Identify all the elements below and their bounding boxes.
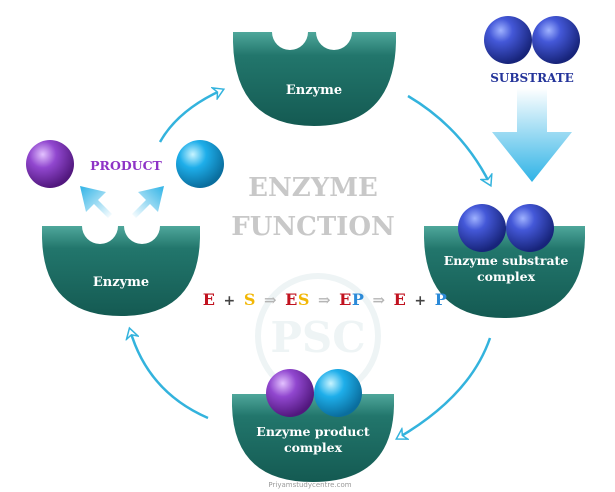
enzyme-top: Enzyme (233, 32, 396, 126)
reaction-equation: E + S ⇒ ES ⇒ EP ⇒ E + P (180, 290, 470, 309)
enzyme-left: Enzyme (42, 226, 200, 316)
eq-enzyme-free: E (393, 290, 407, 309)
product-ball-cyan (314, 369, 362, 417)
watermark-text: PSC (270, 313, 365, 362)
cycle-arrow-top-left (158, 90, 222, 143)
enzyme-top-label: Enzyme (286, 83, 342, 98)
product-release-arrow-right (132, 186, 164, 218)
substrate-ball (532, 16, 580, 64)
substrate-down-arrow (492, 88, 572, 182)
eq-arrow-icon: ⇒ (372, 291, 386, 309)
substrate-ball (506, 204, 554, 252)
eq-ep-p: P (351, 290, 365, 309)
cycle-arrow-top-right (407, 94, 490, 184)
title-line-1: ENZYME (248, 173, 378, 203)
ep-complex-label-2: complex (284, 440, 343, 455)
eq-product: P (434, 290, 448, 309)
eq-enzyme: E (202, 290, 216, 309)
eq-arrow-icon: ⇒ (317, 291, 332, 309)
product-ball-purple (266, 369, 314, 417)
es-complex-label-2: complex (477, 269, 536, 284)
title-line-2: FUNCTION (231, 212, 395, 242)
substrate-molecule: SUBSTRATE (484, 16, 580, 85)
cycle-arrow-bottom-left (130, 330, 209, 420)
enzyme-left-label: Enzyme (93, 275, 149, 290)
eq-plus: + (223, 293, 236, 309)
product-ball-cyan (176, 140, 224, 188)
eq-es-s: S (297, 290, 310, 309)
es-complex-label-1: Enzyme substrate (444, 253, 569, 268)
enzyme-substrate-complex: Enzyme substrate complex (424, 204, 585, 318)
substrate-ball (458, 204, 506, 252)
product-label: PRODUCT (90, 158, 162, 173)
eq-arrow-icon: ⇒ (263, 291, 278, 309)
eq-es-e: E (285, 290, 298, 309)
product-release-arrow-left (80, 186, 112, 218)
ep-complex-label-1: Enzyme product (256, 424, 370, 439)
eq-ep-e: E (339, 290, 352, 309)
footer-credit: Priyamstudycentre.com (268, 481, 351, 489)
substrate-label: SUBSTRATE (490, 71, 574, 85)
cycle-arrow-bottom-right (398, 337, 492, 438)
eq-substrate: S (243, 290, 256, 309)
product-ball-purple (26, 140, 74, 188)
enzyme-product-complex: Enzyme product complex (232, 369, 394, 482)
substrate-ball (484, 16, 532, 64)
eq-plus: + (414, 293, 427, 309)
